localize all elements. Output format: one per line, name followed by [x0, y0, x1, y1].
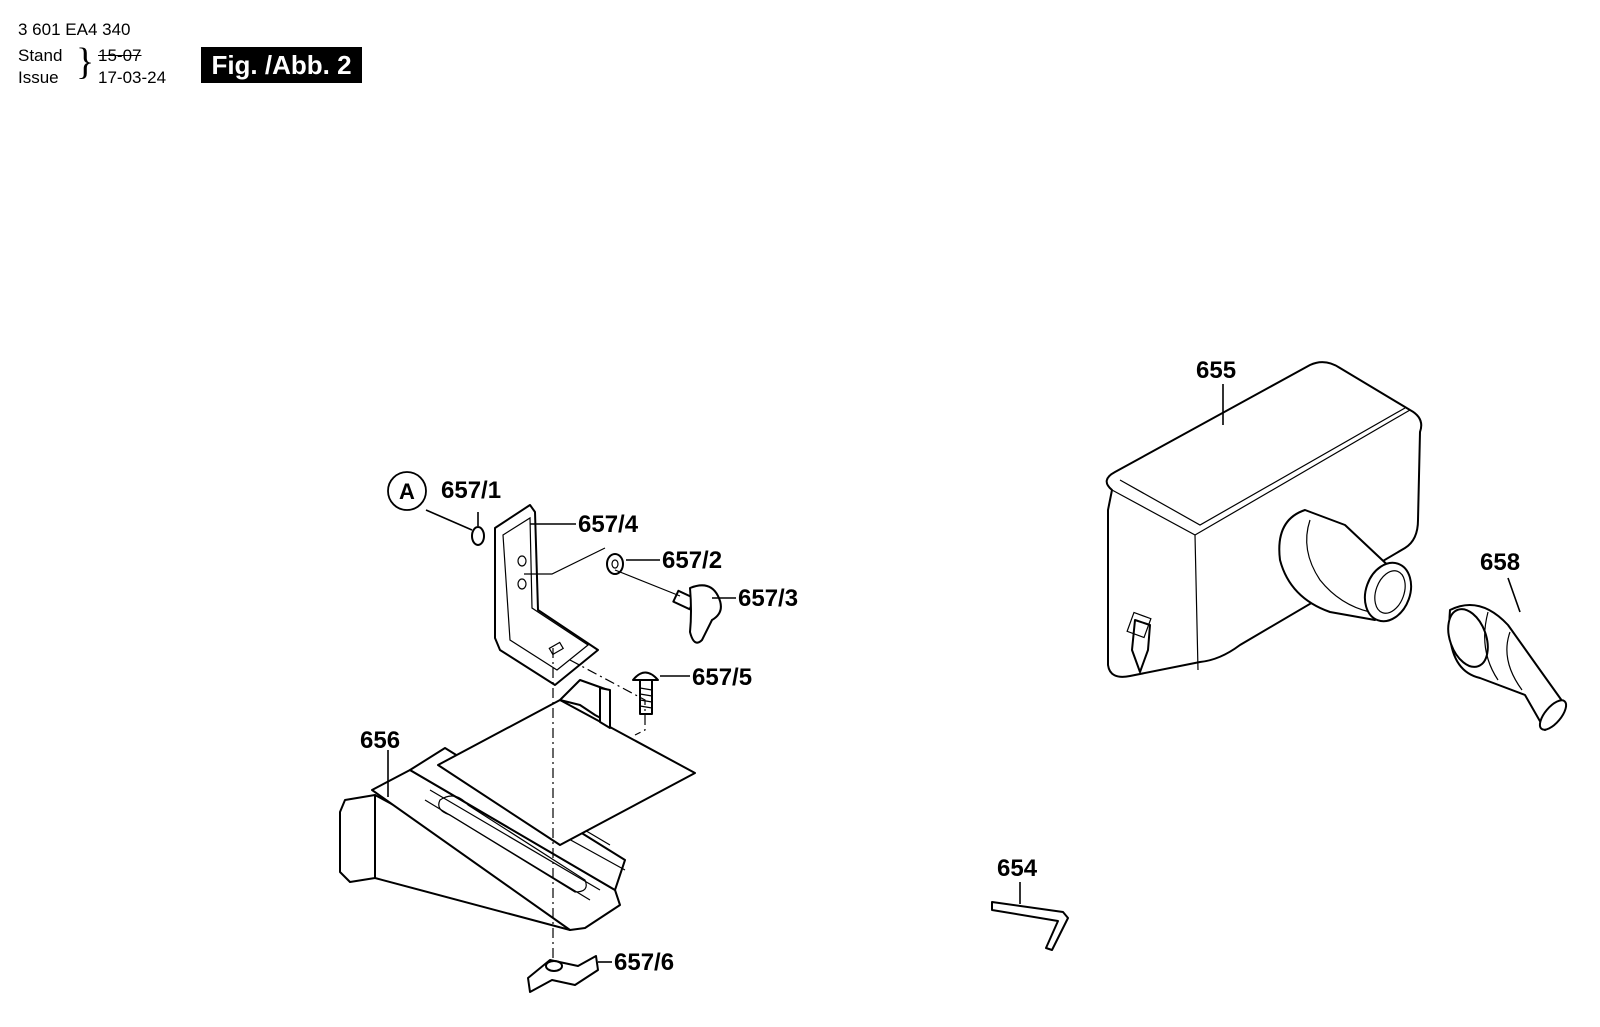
issue-label: Issue: [18, 68, 59, 87]
label-657-6: 657/6: [614, 949, 674, 976]
part-656-guide: [339, 679, 696, 931]
label-656: 656: [360, 727, 400, 754]
figure-label: Fig. /Abb. 2: [201, 47, 362, 83]
part-657-5-bolt: [632, 671, 659, 715]
part-655-dust-box: [1105, 361, 1423, 678]
label-657-2: 657/2: [662, 547, 722, 574]
part-number: 3 601 EA4 340: [18, 20, 131, 39]
label-657-5: 657/5: [692, 664, 752, 691]
label-657-4: 657/4: [578, 511, 639, 538]
brace-icon: }: [76, 41, 95, 83]
part-654-hex-key: [991, 901, 1069, 951]
part-658-adapter: [1447, 604, 1568, 731]
callout-a: A: [399, 479, 415, 504]
new-date: 17-03-24: [98, 68, 167, 87]
part-657-4-bracket: [494, 504, 599, 686]
old-date: 15-07: [98, 46, 142, 65]
part-657-2-washer: [606, 553, 624, 575]
part-657-6-wing-nut: [527, 955, 599, 993]
label-657-3: 657/3: [738, 585, 798, 612]
part-657-1-ring: [471, 526, 485, 546]
callout-a-circle: [387, 471, 427, 511]
label-658: 658: [1480, 549, 1520, 576]
stand-label: Stand: [18, 46, 63, 65]
label-654: 654: [997, 855, 1038, 882]
part-657-3-wing-screw: [672, 584, 722, 644]
label-657-1: 657/1: [441, 477, 501, 504]
label-655: 655: [1196, 357, 1236, 384]
